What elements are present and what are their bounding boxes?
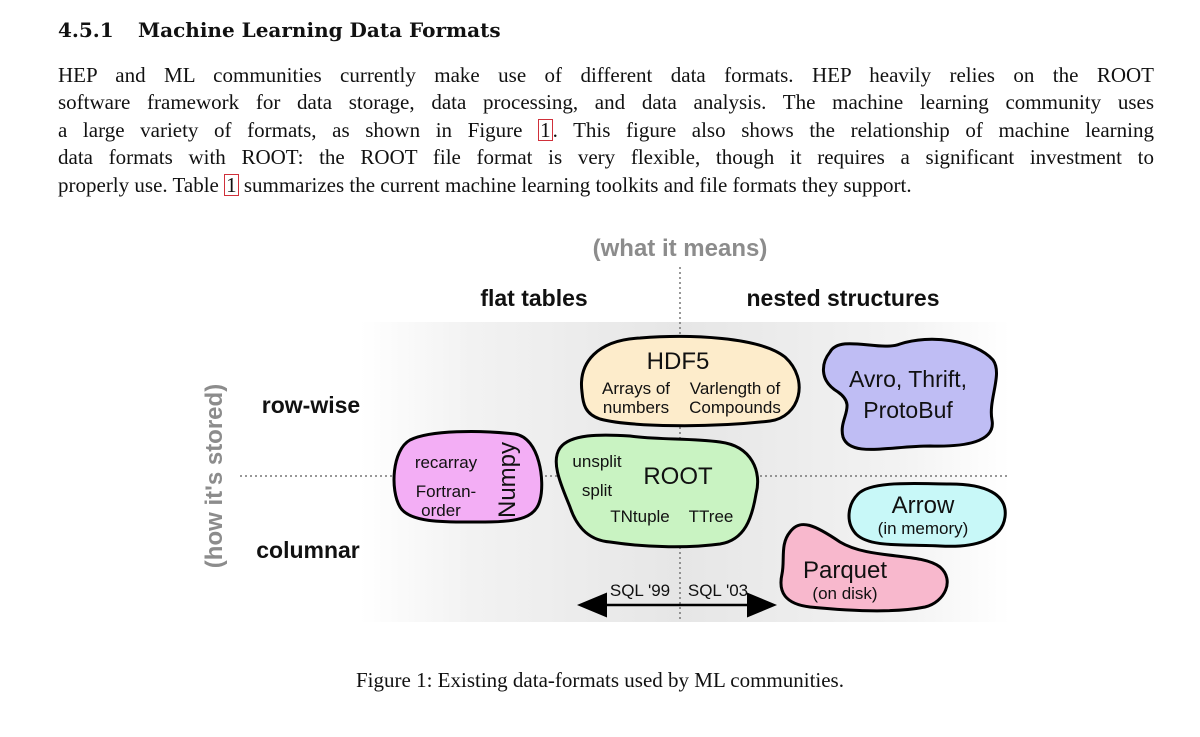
root-item-unsplit: unsplit bbox=[572, 452, 621, 471]
figure-caption: Figure 1: Existing data-formats used by … bbox=[356, 668, 844, 692]
numpy-item-recarray: recarray bbox=[415, 453, 478, 472]
section-number: 4.5.1 bbox=[58, 18, 114, 42]
root-title: ROOT bbox=[643, 463, 713, 490]
avro-blob bbox=[822, 337, 998, 451]
top-axis-label: (what it means) bbox=[593, 235, 768, 262]
table-reference-link[interactable]: 1 bbox=[224, 172, 239, 197]
numpy-item-order: order bbox=[421, 501, 461, 520]
hdf5-right-line1: Varlength of bbox=[690, 379, 781, 398]
paragraph-line: software framework for data storage, dat… bbox=[58, 90, 1154, 115]
left-axis-label: (how it's stored) bbox=[201, 384, 228, 568]
arrow-title: Arrow bbox=[892, 492, 955, 519]
parquet-title: Parquet bbox=[803, 557, 887, 584]
paragraph-text: . This figure also shows the relationshi… bbox=[552, 117, 1154, 142]
arrow-subtitle: (in memory) bbox=[878, 519, 969, 538]
paragraph-line: data formats with ROOT: the ROOT file fo… bbox=[58, 145, 1154, 170]
row-label-rowwise: row-wise bbox=[262, 392, 360, 418]
body-paragraph: HEP and ML communities currently make us… bbox=[58, 62, 1154, 199]
numpy-title: Numpy bbox=[494, 442, 521, 518]
root-item-tntuple: TNtuple bbox=[610, 507, 670, 526]
section-title: Machine Learning Data Formats bbox=[138, 18, 501, 42]
section-heading: 4.5.1 Machine Learning Data Formats bbox=[58, 18, 501, 42]
figure-reference-link[interactable]: 1 bbox=[538, 117, 553, 142]
row-label-columnar: columnar bbox=[256, 537, 360, 563]
parquet-subtitle: (on disk) bbox=[812, 584, 877, 603]
paragraph-text: properly use. Table bbox=[58, 172, 225, 197]
numpy-blob bbox=[392, 430, 544, 524]
root-blob bbox=[554, 433, 760, 549]
figure: (what it means) (how it's stored) flat t… bbox=[0, 222, 1200, 642]
hdf5-left-line1: Arrays of bbox=[602, 379, 670, 398]
paragraph-text: a large variety of formats, as shown in … bbox=[58, 117, 539, 142]
column-label-nested: nested structures bbox=[746, 285, 939, 311]
paragraph-line: a large variety of formats, as shown in … bbox=[58, 117, 1154, 144]
arrow-blob bbox=[847, 481, 1007, 548]
sql-label-03: SQL '03 bbox=[688, 581, 748, 600]
column-label-flat: flat tables bbox=[480, 285, 587, 311]
root-item-split: split bbox=[582, 481, 613, 500]
avro-line2: ProtoBuf bbox=[863, 397, 953, 423]
parquet-blob bbox=[779, 523, 949, 613]
root-item-ttree: TTree bbox=[689, 507, 734, 526]
hdf5-right-line2: Compounds bbox=[689, 398, 781, 417]
numpy-item-fortran: Fortran- bbox=[416, 482, 476, 501]
paragraph-text: summarizes the current machine learning … bbox=[238, 172, 912, 197]
avro-line1: Avro, Thrift, bbox=[849, 366, 967, 392]
data-formats-diagram: (what it means) (how it's stored) flat t… bbox=[201, 235, 1010, 622]
hdf5-left-line2: numbers bbox=[603, 398, 669, 417]
sql-label-99: SQL '99 bbox=[610, 581, 670, 600]
hdf5-title: HDF5 bbox=[647, 348, 710, 375]
hdf5-outline bbox=[580, 334, 801, 428]
paragraph-line: properly use. Table 1 summarizes the cur… bbox=[58, 172, 1154, 199]
paragraph-line: HEP and ML communities currently make us… bbox=[58, 63, 1154, 87]
